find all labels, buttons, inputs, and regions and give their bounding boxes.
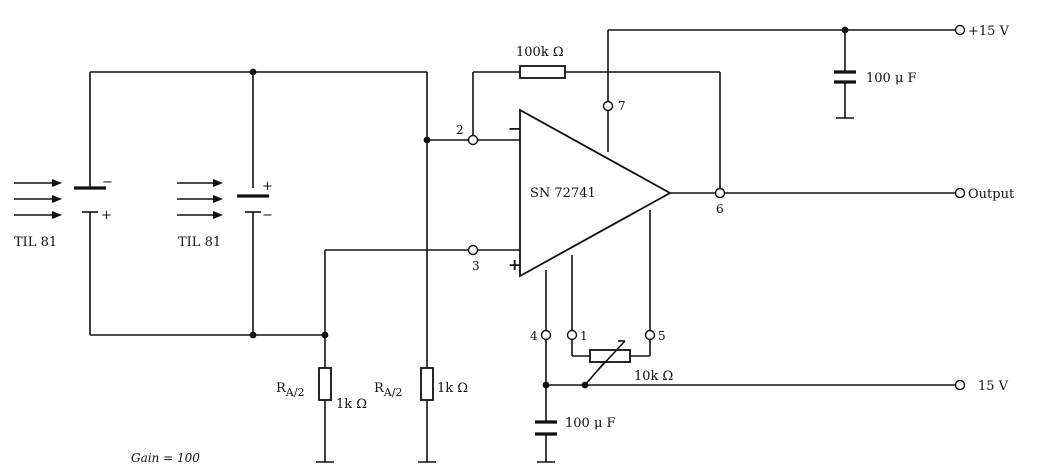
capacitor-top: 100 μ F bbox=[834, 70, 917, 119]
resistor-ra-right-name-sub: A/2 bbox=[383, 386, 403, 399]
photodiode-2-label: TIL 81 bbox=[178, 235, 221, 250]
pin-7-label: 7 bbox=[618, 99, 626, 113]
resistor-ra-right-value: 1k Ω bbox=[437, 381, 468, 396]
capacitor-top-value: 100 μ F bbox=[866, 71, 917, 86]
resistor-ra-left-value: 1k Ω bbox=[336, 397, 367, 412]
pin-2-label: 2 bbox=[456, 123, 464, 137]
photodiode-1-plus: + bbox=[101, 208, 112, 223]
resistor-ra-left-name-main: R bbox=[276, 381, 287, 396]
supply-negative-label: 15 V bbox=[978, 379, 1009, 394]
resistor-ra-left: RA/2 1k Ω bbox=[276, 367, 367, 463]
pin-3-label: 3 bbox=[472, 259, 480, 273]
opamp-plus-sign: + bbox=[508, 255, 521, 274]
pin-1-label: 1 bbox=[580, 329, 588, 343]
trim-pot-value: 10k Ω bbox=[634, 369, 673, 384]
wires bbox=[89, 29, 956, 462]
feedback-resistor-value: 100k Ω bbox=[516, 45, 564, 60]
supply-positive-label: +15 V bbox=[968, 24, 1010, 39]
opamp-minus-sign: − bbox=[508, 119, 521, 138]
photodiode-2-plus: + bbox=[262, 179, 273, 194]
gain-note: Gain = 100 bbox=[131, 451, 200, 465]
pin-6-label: 6 bbox=[716, 202, 724, 216]
photodiode-2-minus: − bbox=[262, 208, 273, 223]
photodiode-1-minus: − bbox=[102, 175, 113, 190]
resistor-ra-right-name: RA/2 bbox=[374, 381, 402, 399]
photodiode-1: − + TIL 81 bbox=[14, 175, 113, 250]
resistor-ra-right-name-main: R bbox=[374, 381, 385, 396]
photodiode-2: + − TIL 81 bbox=[177, 179, 273, 250]
trim-pot: 10k Ω bbox=[589, 340, 673, 384]
opamp-label: SN 72741 bbox=[530, 186, 596, 201]
output-label: Output bbox=[968, 187, 1015, 202]
resistor-ra-left-name: RA/2 bbox=[276, 381, 304, 399]
photodiode-2-light-arrows bbox=[177, 179, 223, 219]
feedback-resistor: 100k Ω bbox=[516, 45, 566, 79]
junction-dots bbox=[249, 26, 849, 389]
pin-4-label: 4 bbox=[530, 329, 538, 343]
pin-5-label: 5 bbox=[658, 329, 666, 343]
photodiode-1-light-arrows bbox=[14, 179, 62, 219]
opamp: SN 72741 − + bbox=[508, 108, 672, 278]
resistor-ra-right: RA/2 1k Ω bbox=[374, 367, 468, 463]
capacitor-bottom: 100 μ F bbox=[535, 416, 616, 463]
capacitor-bottom-value: 100 μ F bbox=[565, 416, 616, 431]
resistor-ra-left-name-sub: A/2 bbox=[285, 386, 305, 399]
photodiode-1-label: TIL 81 bbox=[14, 235, 57, 250]
terminals bbox=[467, 24, 966, 391]
pin-numbers: 2 3 7 6 4 1 5 bbox=[456, 99, 724, 343]
